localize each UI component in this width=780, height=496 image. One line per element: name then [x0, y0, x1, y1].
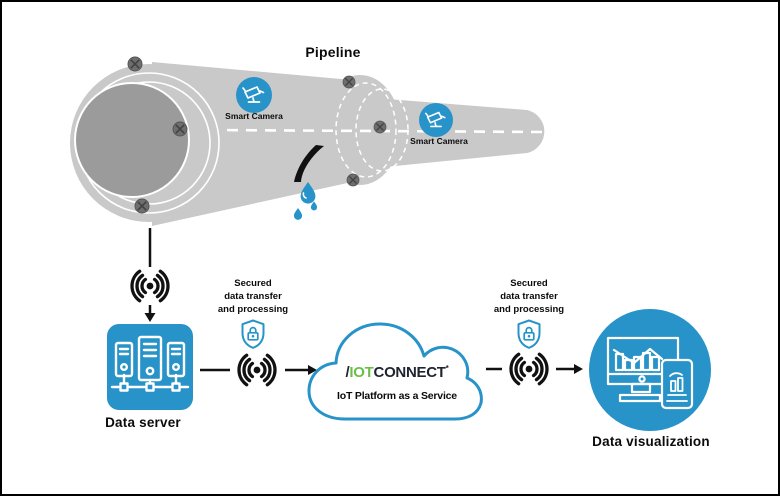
wireless-signal-icon	[509, 352, 549, 386]
pipe-mouth	[74, 82, 190, 198]
data-visualization-label: Data visualization	[592, 434, 710, 449]
secured-transfer-label-left: Secured data transfer and processing	[217, 278, 289, 315]
iotconnect-logo: /IOTCONNECT*	[345, 364, 449, 381]
monitor-chart-icon	[606, 336, 694, 410]
iotconnect-cloud	[307, 322, 483, 421]
shield-lock-icon	[517, 319, 541, 349]
pipeline-title: Pipeline	[305, 44, 361, 60]
right-arrow	[574, 364, 583, 374]
smart-camera-2	[419, 103, 453, 137]
water-drop-icon	[293, 207, 303, 220]
shield-lock-icon	[241, 319, 265, 349]
leak-crack	[294, 145, 324, 182]
data-server-label: Data server	[105, 415, 181, 430]
smart-camera-1	[236, 77, 272, 113]
data-visualization-node	[589, 309, 711, 431]
pipe-narrow-section	[374, 98, 545, 168]
down-arrow	[144, 313, 156, 322]
phone-icon	[660, 358, 694, 410]
pipe-coupling	[319, 75, 401, 185]
pipe-flange	[70, 64, 228, 222]
smart-camera-label-1: Smart Camera	[225, 111, 283, 121]
cloud-shape	[307, 322, 483, 421]
cloud-tagline: IoT Platform as a Service	[337, 390, 457, 402]
server-rack-icon	[110, 335, 190, 392]
pipeline-graphic	[70, 56, 545, 226]
wireless-signal-icon	[130, 269, 170, 303]
wireless-signal-icon	[237, 353, 277, 387]
pipe-leak	[293, 145, 324, 220]
data-server-node	[107, 324, 193, 410]
logo-slash: /	[345, 364, 350, 381]
connector-pipe-to-server	[144, 228, 156, 322]
secured-transfer-label-right: Secured data transfer and processing	[493, 278, 565, 315]
smart-camera-label-2: Smart Camera	[410, 136, 468, 146]
water-drop-icon	[310, 201, 318, 211]
